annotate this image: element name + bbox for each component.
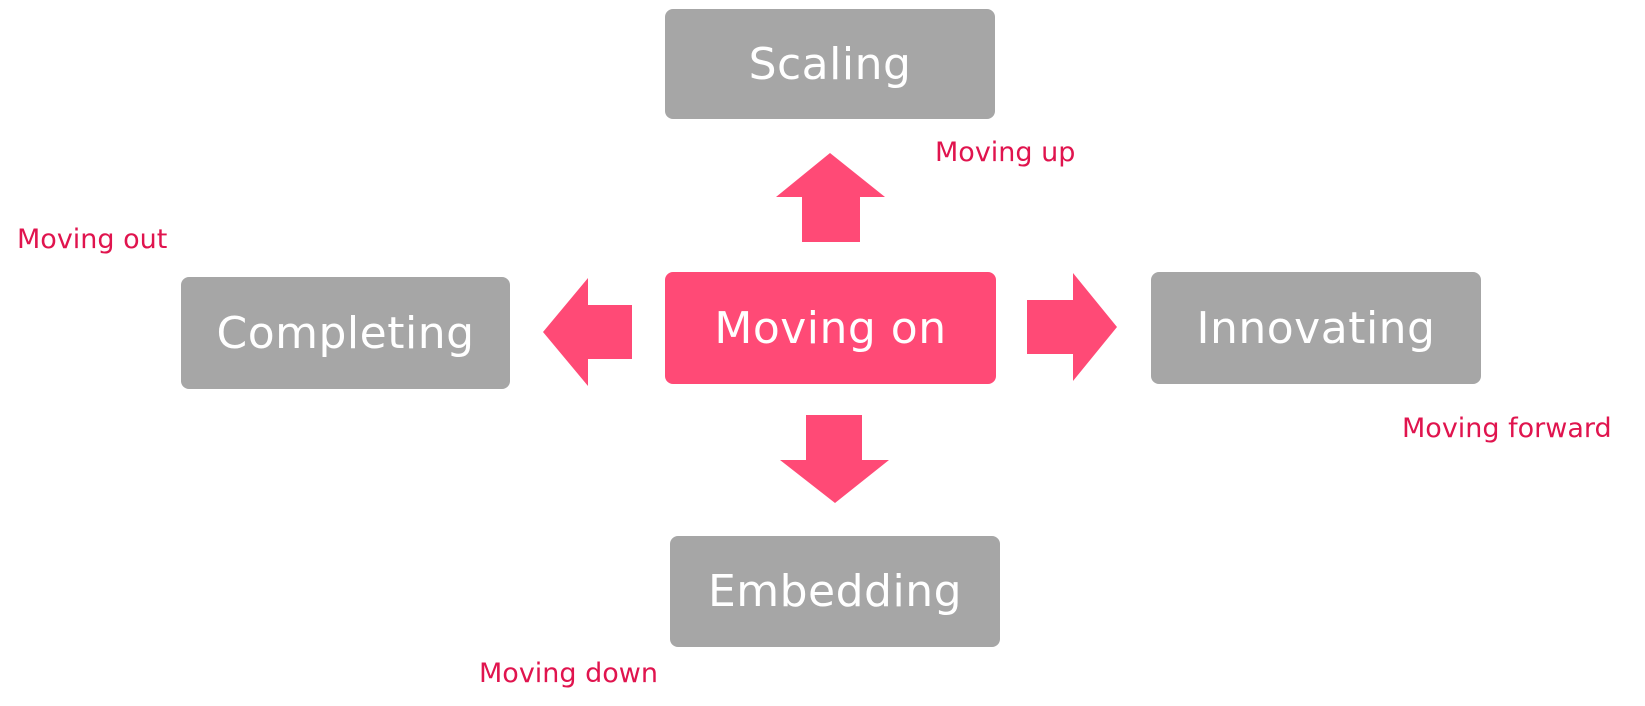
innovating-box: Innovating	[1151, 272, 1481, 384]
right-arrow-icon	[1027, 273, 1117, 381]
moving-out-label: Moving out	[17, 224, 168, 255]
left-arrow-icon	[543, 278, 632, 386]
moving-up-label: Moving up	[935, 137, 1076, 168]
completing-box: Completing	[181, 277, 510, 389]
moving-down-label: Moving down	[479, 658, 658, 689]
down-arrow-icon	[780, 415, 889, 503]
completing-label: Completing	[216, 307, 475, 359]
innovating-label: Innovating	[1196, 302, 1436, 354]
moving-forward-label: Moving forward	[1402, 413, 1612, 444]
embedding-label: Embedding	[707, 566, 963, 617]
moving-on-box: Moving on	[665, 272, 996, 384]
scaling-box: Scaling	[665, 9, 995, 119]
embedding-box: Embedding	[670, 536, 1000, 647]
moving-on-label: Moving on	[714, 302, 947, 354]
up-arrow-icon	[776, 153, 885, 242]
scaling-label: Scaling	[748, 38, 912, 90]
